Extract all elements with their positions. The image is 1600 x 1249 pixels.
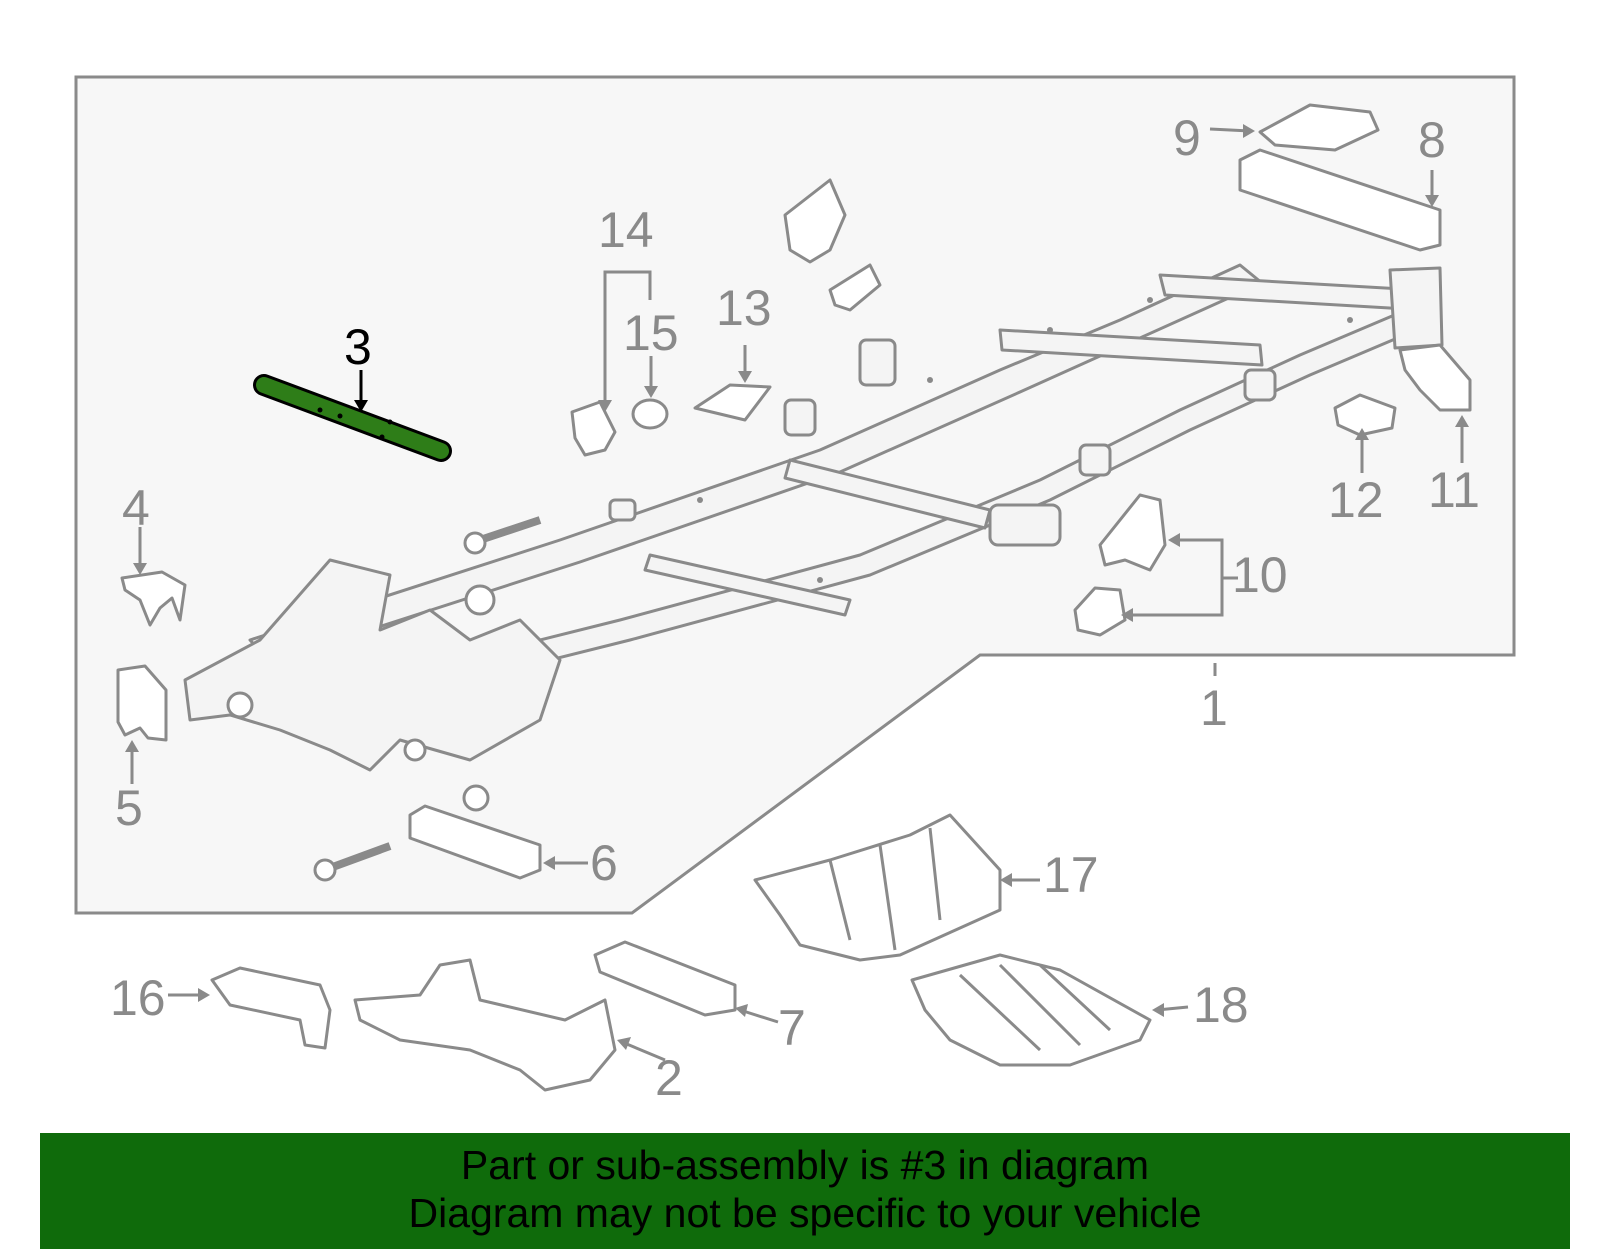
bracket-small (828, 263, 882, 312)
part-7-crossmember[interactable] (593, 940, 737, 1017)
part-4-bracket[interactable] (120, 570, 187, 627)
part-13-bracket[interactable] (693, 383, 772, 422)
banner-line-disclaimer: Diagram may not be specific to your vehi… (408, 1190, 1202, 1236)
part-3-crossmember-bar[interactable] (253, 374, 452, 462)
bolt-lower (313, 842, 392, 882)
part-18-shield[interactable] (910, 953, 1152, 1067)
callout-10: 10 (1232, 547, 1288, 603)
callout-9: 9 (1173, 110, 1201, 166)
callout-6: 6 (590, 835, 618, 891)
callout-2: 2 (655, 1050, 683, 1106)
part-12-mount[interactable] (1333, 393, 1397, 437)
callout-7: 7 (778, 1000, 806, 1056)
callout-18: 18 (1193, 977, 1249, 1033)
callout-5: 5 (115, 780, 143, 836)
callout-14: 14 (598, 202, 654, 258)
part-16-bracket[interactable] (210, 966, 332, 1050)
part-5-plate[interactable] (116, 664, 168, 742)
callout-1: 1 (1200, 680, 1228, 736)
part-8-crossmember[interactable] (1238, 148, 1442, 252)
bracket-upper-center (783, 178, 847, 264)
bolt-upper (463, 516, 542, 555)
part-10-bracket-lower[interactable] (1073, 586, 1127, 637)
banner-line-part: Part or sub-assembly is #3 in diagram (460, 1142, 1150, 1188)
callout-11: 11 (1428, 462, 1480, 518)
part-15-bushing[interactable] (631, 398, 669, 430)
callout-16: 16 (110, 970, 166, 1026)
part-2-crossmember[interactable] (353, 958, 617, 1092)
part-11-bracket[interactable] (1398, 343, 1472, 412)
callout-8: 8 (1418, 112, 1446, 168)
parts-diagram: 1 2 3 4 5 6 7 8 9 10 11 12 13 14 15 16 1… (74, 75, 1516, 1106)
callout-13: 13 (716, 280, 772, 336)
callout-15: 15 (623, 305, 679, 361)
leader-lines (125, 124, 1469, 1062)
callout-12: 12 (1328, 472, 1384, 528)
callout-17: 17 (1043, 847, 1099, 903)
part-17-shield[interactable] (753, 813, 1002, 962)
callout-4: 4 (122, 480, 150, 536)
frame-assembly (183, 263, 1444, 772)
callout-3: 3 (344, 319, 372, 375)
part-6-mount[interactable] (408, 804, 542, 880)
part-9-plate[interactable] (1258, 103, 1380, 152)
nut (462, 784, 490, 812)
part-10-bracket-upper[interactable] (1098, 493, 1167, 572)
info-banner: Part or sub-assembly is #3 in diagram Di… (40, 1133, 1570, 1249)
